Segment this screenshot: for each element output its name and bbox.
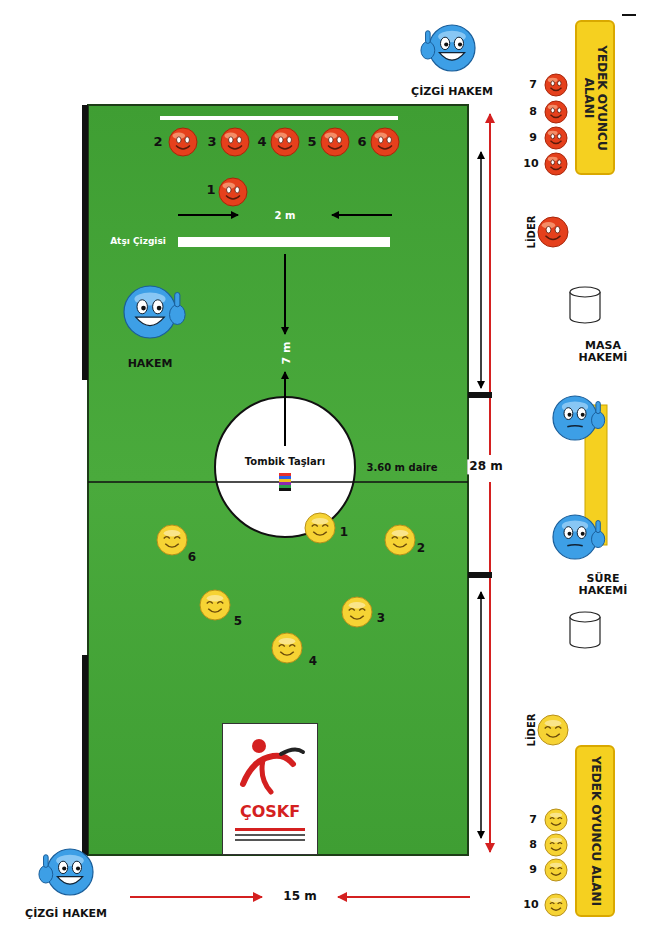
yellow-player [545, 859, 567, 881]
role-label: HAKEM [128, 358, 173, 370]
yellow-player [200, 590, 230, 620]
referee-figure [124, 286, 185, 338]
yellow-player [157, 525, 187, 555]
dimension-label: 3.60 m daire [366, 462, 437, 473]
player-number: 5 [234, 615, 242, 628]
player-number: 9 [529, 864, 537, 876]
dimension-label: 15 m [283, 890, 316, 903]
cylinder [570, 287, 600, 323]
red-player [321, 128, 349, 156]
yellow-player [342, 597, 372, 627]
zone-arrow [480, 152, 482, 388]
player-number: 4 [257, 135, 266, 149]
dimension-arrow [332, 214, 392, 216]
dimension-label: 7 m [281, 342, 293, 365]
logo-text: ÇOSKF [240, 803, 300, 821]
width-arrow [130, 896, 262, 898]
length-arrow [489, 114, 491, 455]
zone-tick [468, 392, 492, 398]
red-player [545, 127, 567, 149]
tombik-stones [279, 473, 291, 491]
role-label: MASA HAKEMİ [568, 340, 638, 364]
player-number: 8 [529, 839, 537, 851]
referee-figure [39, 849, 93, 895]
red-player [221, 128, 249, 156]
center-circle-area: Tombik Taşları [215, 397, 355, 537]
role-label: Atşı Çizgisi [110, 237, 166, 247]
referee-figure [553, 396, 605, 440]
logo-box: ÇOSKF [222, 723, 318, 855]
length-arrow [489, 482, 491, 852]
role-label: LİDER [526, 714, 537, 747]
yellow-player [385, 525, 415, 555]
stones-label: Tombik Taşları [243, 456, 327, 467]
yellow-player [272, 633, 302, 663]
player-number: 2 [153, 135, 162, 149]
player-number: 9 [529, 132, 537, 144]
player-number: 10 [523, 158, 538, 170]
red-player [371, 128, 399, 156]
red-player [545, 101, 567, 123]
player-number: 10 [523, 899, 538, 911]
red-player [271, 128, 299, 156]
player-number: 3 [207, 135, 216, 149]
role-label: LİDER [526, 216, 537, 249]
player-number: 1 [206, 183, 215, 197]
player-number: 6 [357, 135, 366, 149]
corner-mark [622, 14, 636, 16]
player-number: 1 [340, 526, 348, 539]
dimension-label: 28 m [467, 459, 504, 474]
yellow-player [305, 513, 335, 543]
player-number: 8 [529, 106, 537, 118]
role-label: ÇİZGİ HAKEM [25, 908, 107, 920]
area-label: YEDEK OYUNCU ALANI [582, 26, 608, 169]
yellow-player [545, 809, 567, 831]
center-line [88, 481, 468, 483]
referee-figure [421, 25, 475, 71]
red-player [219, 178, 247, 206]
dimension-arrow [284, 372, 286, 446]
logo-figure [223, 724, 317, 854]
player-number: 7 [529, 79, 537, 91]
area-label: YEDEK OYUNCU ALANI [588, 751, 601, 911]
player-number: 4 [309, 655, 317, 668]
red-player [169, 128, 197, 156]
bench-area-box: YEDEK OYUNCU ALANI [575, 20, 615, 175]
back-line [160, 116, 398, 120]
throw-line [178, 237, 390, 247]
width-arrow [338, 896, 470, 898]
role-label: SÜRE HAKEMİ [568, 573, 638, 597]
player-number: 5 [307, 135, 316, 149]
player-number: 2 [417, 542, 425, 555]
red-player [545, 74, 567, 96]
side-bar [82, 655, 88, 855]
bench-area-box: YEDEK OYUNCU ALANI [575, 745, 615, 917]
player-number: 7 [529, 814, 537, 826]
yellow-player [545, 894, 567, 916]
zone-arrow [480, 592, 482, 838]
player-number: 6 [188, 551, 196, 564]
dimension-arrow [284, 254, 286, 334]
red-player [538, 217, 568, 247]
yellow-player [538, 715, 568, 745]
red-player [545, 153, 567, 175]
dimension-label: 2 m [275, 210, 296, 221]
player-number: 3 [377, 612, 385, 625]
playing-field [88, 105, 468, 855]
referee-figure [553, 515, 605, 559]
yellow-player [545, 834, 567, 856]
side-bar [82, 105, 88, 380]
dimension-arrow [178, 214, 238, 216]
zone-tick [468, 572, 492, 578]
role-label: ÇİZGİ HAKEM [411, 86, 493, 98]
cylinder [570, 612, 600, 648]
